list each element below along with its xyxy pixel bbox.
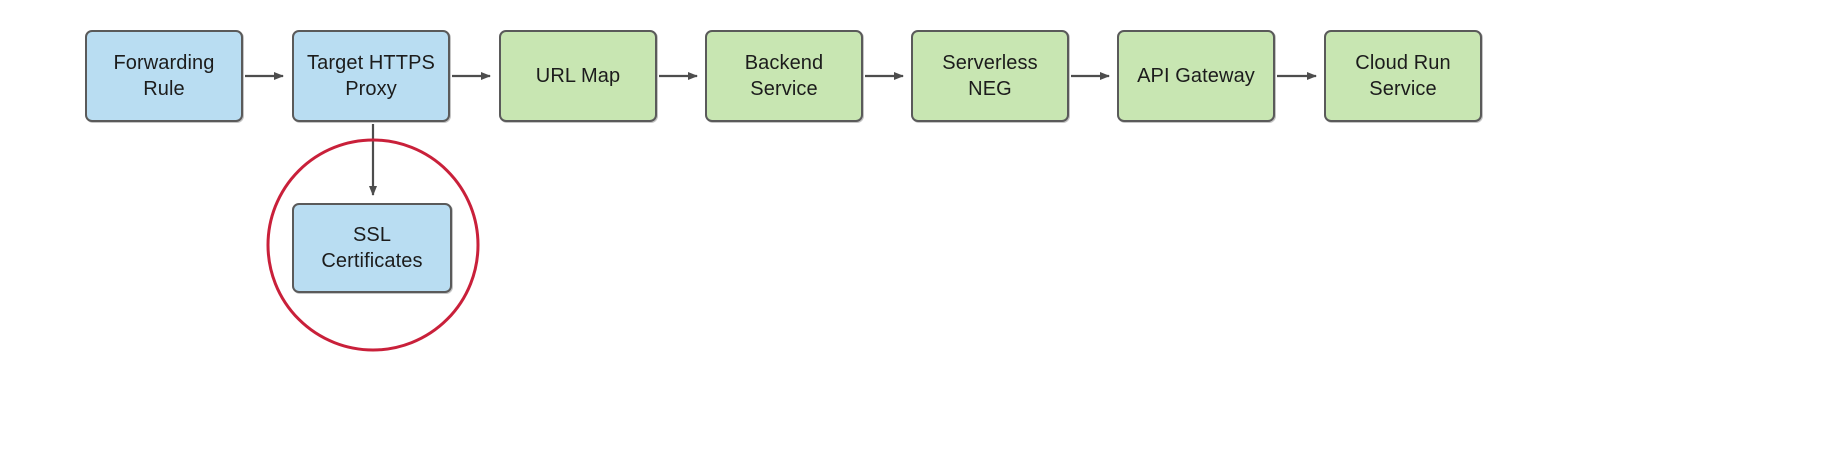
node-url-map[interactable]: URL Map	[499, 30, 657, 122]
node-label: Serverless NEG	[942, 51, 1038, 100]
node-label: SSL Certificates	[321, 223, 423, 272]
node-forwarding-rule[interactable]: Forwarding Rule	[85, 30, 243, 122]
node-cloud-run-service[interactable]: Cloud Run Service	[1324, 30, 1482, 122]
node-label: Backend Service	[744, 51, 824, 100]
node-label: Forwarding Rule	[113, 51, 215, 100]
node-label: URL Map	[535, 64, 621, 87]
node-api-gateway[interactable]: API Gateway	[1117, 30, 1275, 122]
node-ssl-certificates[interactable]: SSL Certificates	[292, 203, 452, 293]
node-label: Target HTTPS Proxy	[307, 51, 435, 100]
node-label: Cloud Run Service	[1355, 51, 1451, 100]
node-target-https-proxy[interactable]: Target HTTPS Proxy	[292, 30, 450, 122]
node-label: API Gateway	[1137, 64, 1255, 87]
node-backend-service[interactable]: Backend Service	[705, 30, 863, 122]
node-serverless-neg[interactable]: Serverless NEG	[911, 30, 1069, 122]
